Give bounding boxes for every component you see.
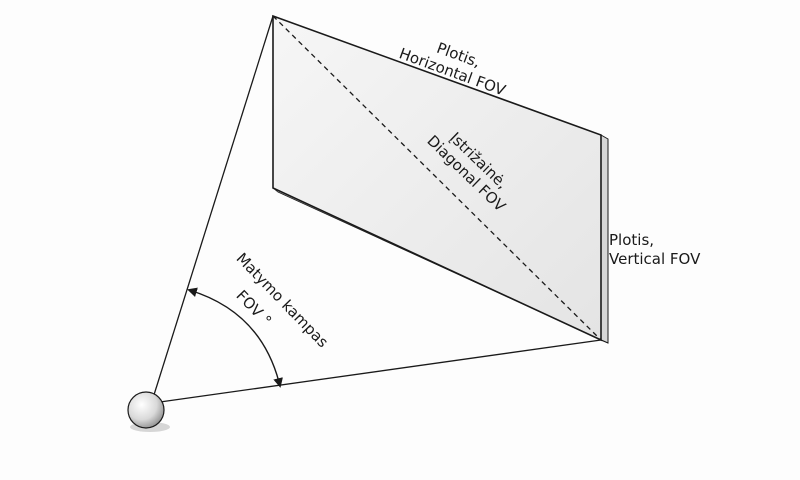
label-vertical-line1: Plotis,: [609, 231, 654, 249]
view-line-top: [152, 15, 274, 399]
view-line-bottom: [159, 339, 602, 403]
label-vertical-line2: Vertical FOV: [609, 250, 701, 268]
viewer-eye-sphere: [127, 391, 165, 429]
label-fov-angle: Matymo kampas FOV °: [232, 249, 331, 351]
diagonal-fov-line: [272, 15, 602, 341]
fov-angle-arc: [187, 287, 283, 388]
screen-side-edge: [600, 134, 609, 344]
